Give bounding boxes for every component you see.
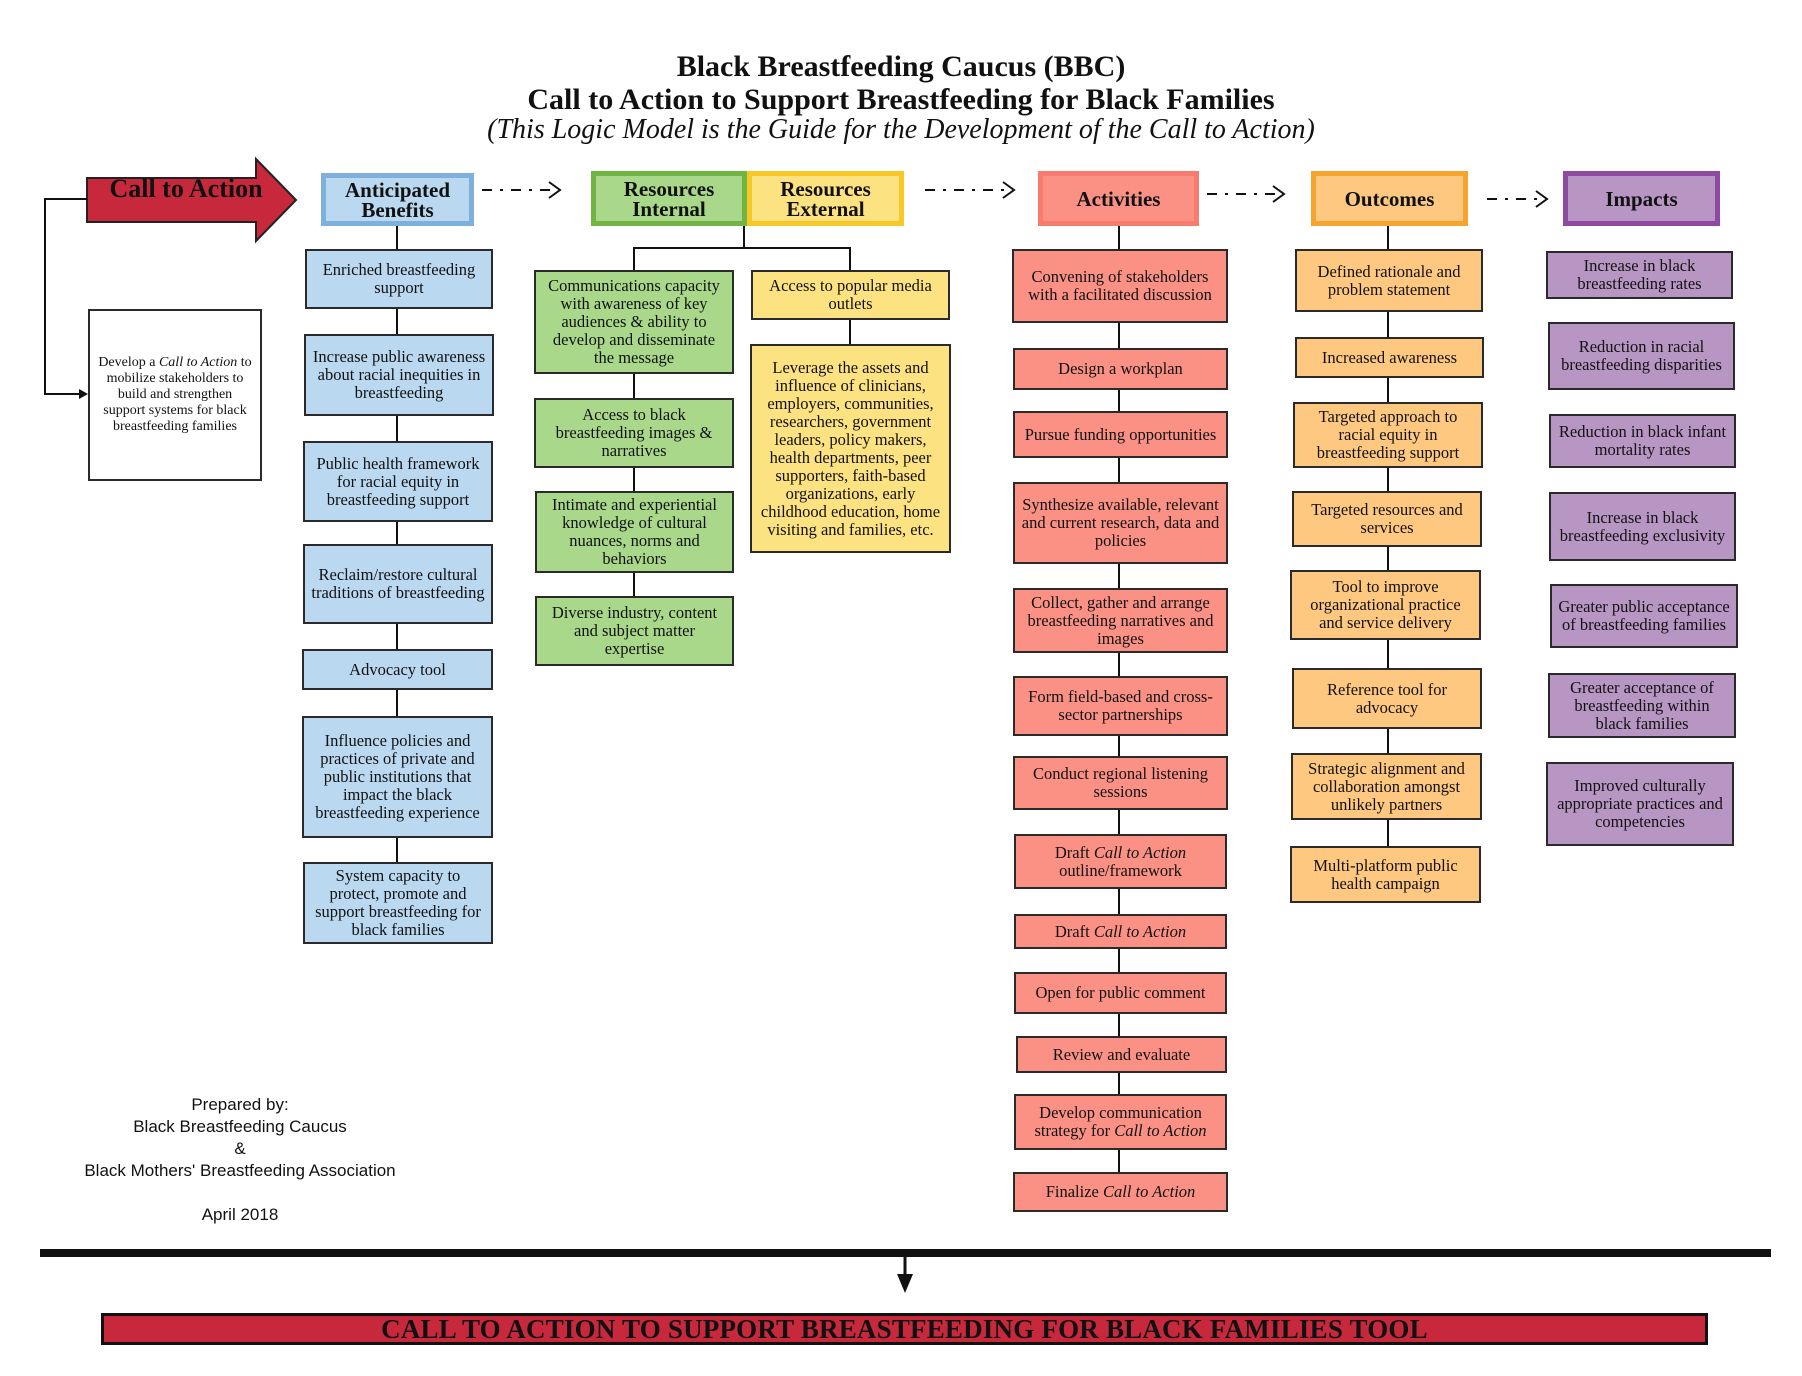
external-resource-item: Leverage the assets and influence of cli…	[750, 344, 951, 553]
bottom-banner: CALL TO ACTION TO SUPPORT BREASTFEEDING …	[101, 1313, 1708, 1345]
activity-item: Draft Call to Action	[1014, 914, 1227, 949]
impact-item: Reduction in racial breastfeeding dispar…	[1548, 322, 1735, 390]
activity-item: Pursue funding opportunities	[1013, 411, 1228, 458]
activity-item: Design a workplan	[1013, 348, 1228, 390]
impact-item: Reduction in black infant mortality rate…	[1549, 414, 1736, 468]
diagram-subtitle: Call to Action to Support Breastfeeding …	[527, 83, 1275, 116]
prepared-by-org1: Black Breastfeeding Caucus	[133, 1117, 347, 1136]
activity-item: Synthesize available, relevant and curre…	[1013, 482, 1228, 564]
header-activities: Activities	[1038, 171, 1199, 226]
call-to-action-note-text: Develop a Call to Action to mobilize sta…	[98, 355, 252, 434]
outcome-item: Defined rationale and problem statement	[1295, 249, 1483, 312]
header-anticipated-benefits: Anticipated Benefits	[321, 173, 474, 226]
prepared-by-label: Prepared by:	[191, 1095, 289, 1114]
header-outcomes: Outcomes	[1311, 171, 1468, 226]
activity-item-text: Draft Call to Action outline/framework	[1054, 842, 1187, 880]
flow-arrow-activities-to-outcomes	[1207, 185, 1286, 203]
activity-item: Collect, gather and arrange breastfeedin…	[1013, 588, 1228, 653]
outcome-item: Tool to improve organizational practice …	[1290, 570, 1481, 640]
outcome-item: Targeted resources and services	[1292, 491, 1482, 547]
activity-item: Conduct regional listening sessions	[1013, 756, 1228, 810]
flow-arrow-benefits-to-resources	[482, 181, 562, 199]
impact-item: Greater public acceptance of breastfeedi…	[1550, 584, 1738, 648]
activity-item: Open for public comment	[1014, 972, 1227, 1014]
benefit-item: Influence policies and practices of priv…	[302, 716, 493, 838]
bracket-arrowhead	[79, 389, 88, 399]
diagram-title: Black Breastfeeding Caucus (BBC)	[676, 50, 1126, 83]
benefit-item: Advocacy tool	[302, 649, 493, 690]
activity-item-text: Finalize Call to Action	[1045, 1182, 1196, 1201]
outcome-item: Targeted approach to racial equity in br…	[1293, 402, 1483, 468]
activity-item: Develop communication strategy for Call …	[1014, 1094, 1227, 1150]
diagram-caption: (This Logic Model is the Guide for the D…	[487, 114, 1315, 145]
resources-branch	[633, 247, 851, 270]
outcome-item: Multi-platform public health campaign	[1290, 846, 1481, 903]
activity-item: Form field-based and cross-sector partne…	[1013, 676, 1228, 736]
outcome-item: Reference tool for advocacy	[1292, 668, 1482, 729]
outcome-item: Strategic alignment and collaboration am…	[1291, 753, 1482, 820]
header-impacts: Impacts	[1563, 171, 1720, 226]
prepared-by-org2: Black Mothers' Breastfeeding Association	[84, 1161, 396, 1180]
call-to-action-note: Develop a Call to Action to mobilize sta…	[88, 309, 262, 481]
call-to-action-bracket	[44, 198, 87, 395]
benefit-item: Reclaim/restore cultural traditions of b…	[303, 544, 493, 624]
activity-item: Convening of stakeholders with a facilit…	[1012, 249, 1228, 323]
outcome-item: Increased awareness	[1295, 337, 1484, 378]
internal-resource-item: Communications capacity with awareness o…	[534, 270, 734, 374]
impact-item: Improved culturally appropriate practice…	[1546, 762, 1734, 846]
prepared-date: April 2018	[201, 1205, 279, 1224]
impact-item: Increase in black breastfeeding exclusiv…	[1549, 492, 1736, 561]
benefit-item: Enriched breastfeeding support	[305, 249, 493, 309]
activity-item-text: Develop communication strategy for Call …	[1034, 1103, 1207, 1140]
activity-item: Review and evaluate	[1016, 1036, 1227, 1073]
flow-arrow-resources-to-activities	[925, 181, 1016, 199]
benefit-item: Increase public awareness about racial i…	[304, 334, 494, 416]
external-resource-item: Access to popular media outlets	[751, 270, 950, 320]
activity-item: Finalize Call to Action	[1013, 1172, 1228, 1212]
internal-resource-item: Diverse industry, content and subject ma…	[535, 596, 734, 666]
internal-resource-item: Intimate and experiential knowledge of c…	[535, 491, 734, 573]
benefit-item: System capacity to protect, promote and …	[303, 862, 493, 944]
call-to-action-label: Call to Action	[109, 174, 263, 203]
prepared-by-ampersand: &	[234, 1139, 246, 1158]
activity-item-text: Draft Call to Action	[1054, 921, 1187, 941]
impact-item: Increase in black breastfeeding rates	[1546, 251, 1733, 299]
down-arrow-head	[897, 1274, 913, 1293]
bottom-rule	[40, 1249, 1771, 1257]
header-resources-internal: Resources Internal	[591, 171, 747, 226]
header-resources-external: Resources External	[747, 171, 904, 226]
internal-resource-item: Access to black breastfeeding images & n…	[534, 398, 734, 468]
call-to-action-arrow	[86, 156, 298, 244]
flow-arrow-outcomes-to-impacts	[1487, 190, 1549, 208]
impact-item: Greater acceptance of breastfeeding with…	[1548, 673, 1736, 738]
activity-item: Draft Call to Action outline/framework	[1014, 834, 1227, 889]
benefit-item: Public health framework for racial equit…	[303, 441, 493, 522]
